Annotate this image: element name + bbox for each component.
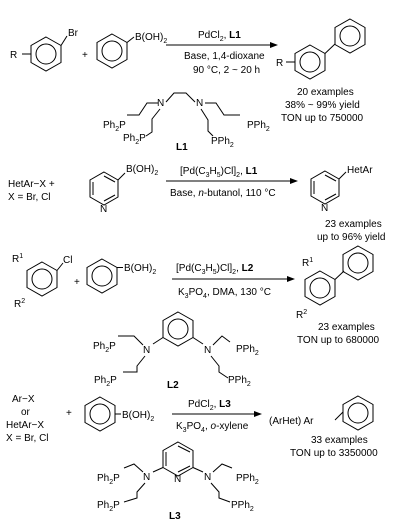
l2-ph2p-1: Ph2P: [93, 341, 116, 354]
halide-definition: X = Br, Cl: [8, 192, 51, 203]
l3-pyridine-n: N: [174, 474, 181, 485]
product-pyridine-ring: [310, 170, 340, 205]
result-examples-4: 33 examples: [311, 435, 368, 446]
l1-pph2-1: PPh2: [247, 120, 270, 133]
halide-definition-4: X = Br, Cl: [6, 433, 49, 444]
reaction-3: Cl R1 R2 + B(OH)2 [Pd(C3H5)Cl]2, L2 K3PO…: [12, 245, 380, 391]
pyridine-n: N: [100, 204, 107, 215]
product-ring-right: [334, 18, 366, 54]
plus-sign-4: +: [66, 408, 72, 419]
pyridine-ring: [89, 171, 119, 206]
reaction-arrowhead-4: [254, 411, 262, 417]
l1-n-right: N: [196, 98, 203, 109]
reaction-arrowhead-3: [287, 276, 295, 282]
condition-base-solvent: Base, 1,4-dioxane: [184, 51, 265, 62]
result-yield: 38% ~ 99% yield: [285, 100, 360, 111]
l1-ph2p-1: Ph2P: [103, 120, 126, 133]
condition-catalyst: PdCl2, L1: [198, 30, 241, 43]
l1-pph2-2: PPh2: [211, 136, 234, 149]
product-ring-4: [342, 395, 374, 431]
chloro-label: Cl: [63, 255, 72, 266]
ligand-l1-structure: N N Ph2P Ph2P PPh2 PPh2 L1: [103, 92, 270, 153]
l2-pph2-2: PPh2: [228, 375, 251, 388]
l2-benzene-ring: [162, 311, 194, 347]
reaction-1: Br R + B(OH)2 PdCl2, L1 Base, 1,4-dioxan…: [10, 18, 366, 153]
condition-catalyst-4: PdCl2, L3: [188, 399, 231, 412]
ligand-l3-label: L3: [169, 511, 181, 522]
boronic-acid-label-3: B(OH)2: [124, 263, 156, 276]
condition-catalyst-3: [Pd(C3H5)Cl]2, L2: [176, 263, 254, 276]
l3-ph2p-2: Ph2P: [97, 500, 120, 513]
l3-pph2-1: PPh2: [236, 473, 259, 486]
condition-base-solvent-2: Base, n-butanol, 110 °C: [170, 188, 276, 199]
reaction-arrowhead-2: [290, 178, 298, 184]
l2-pph2-1: PPh2: [236, 344, 259, 357]
reactant-br-label: Br: [68, 28, 79, 39]
l2-n-right: N: [204, 345, 211, 356]
or-label: or: [21, 407, 31, 418]
boronic-acid-label: B(OH)2: [135, 32, 167, 45]
reaction-2: HetAr−X + X = Br, Cl N B(OH)2 [Pd(C3H5)C…: [8, 164, 385, 243]
product-ring-right-circle: [339, 25, 361, 47]
product-prefix: (ArHet) Ar: [269, 416, 314, 427]
condition-catalyst-2: [Pd(C3H5)Cl]2, L1: [180, 166, 258, 179]
result-ton-3: TON up to 680000: [297, 335, 380, 346]
product-pyridine-n: N: [321, 203, 328, 214]
boronic-acid-label-4: B(OH)2: [122, 410, 154, 423]
product-r-label: R: [276, 58, 283, 69]
condition-temp-time: 90 °C, 2 ~ 20 h: [193, 65, 260, 76]
l3-pyridine-ring: [162, 441, 194, 477]
result-yield-2: up to 96% yield: [317, 232, 385, 243]
condition-base-solvent-4: K3PO4, o-xylene: [176, 421, 249, 434]
product-r2: R2: [296, 309, 307, 321]
pyridyl-boronic-acid-label: B(OH)2: [126, 164, 158, 177]
phenyl-ring-circle: [101, 40, 123, 62]
plus-sign: +: [82, 50, 88, 61]
l2-benzene-ring-circle: [167, 318, 189, 340]
product-ring-left-circle: [299, 51, 321, 73]
condition-base-solvent-3: K3PO4, DMA, 130 °C: [178, 287, 271, 300]
result-ton: TON up to 750000: [281, 113, 364, 124]
product-r1: R1: [302, 257, 313, 269]
ligand-l2-structure: N N Ph2P Ph2P PPh2 PPh2 L2: [93, 311, 259, 391]
chloroarene-ring-circle: [31, 268, 53, 290]
product-ring-4-circle: [347, 402, 369, 424]
reaction-arrowhead: [270, 42, 278, 48]
reactant-r-label: R: [10, 50, 17, 61]
l3-pph2-2: PPh2: [231, 500, 254, 513]
product-ring-right-3: [342, 245, 374, 281]
ligand-l2-label: L2: [167, 380, 179, 391]
ligand-l1-label: L1: [176, 142, 188, 153]
aryl-halide: Ar−X: [12, 394, 35, 405]
product-ring-left-3-circle: [309, 277, 331, 299]
ligand-l3-structure: N N N Ph2P Ph2P PPh2 PPh2 L3: [97, 441, 259, 522]
substituent-r1: R1: [12, 253, 23, 265]
l2-n-left: N: [143, 345, 150, 356]
product-ring-right-3-circle: [347, 252, 369, 274]
hetaryl-halide: HetAr−X +: [8, 179, 55, 190]
substituent-r2: R2: [14, 298, 25, 310]
plus-sign-3: +: [74, 277, 80, 288]
phenyl-ring-4-circle: [89, 403, 111, 425]
aryl-bromide-ring-circle: [35, 43, 57, 65]
result-examples-3: 23 examples: [318, 322, 375, 333]
product-hetar-label: HetAr: [347, 165, 373, 176]
l3-ph2p-1: Ph2P: [97, 473, 120, 486]
phenyl-ring-4: [84, 396, 116, 432]
result-examples: 20 examples: [297, 87, 354, 98]
result-ton-4: TON up to 3350000: [290, 448, 378, 459]
l3-n-left: N: [143, 472, 150, 483]
hetaryl-halide-4: HetAr−X: [6, 420, 44, 431]
l2-ph2p-2: Ph2P: [94, 375, 117, 388]
l3-n-right: N: [204, 472, 211, 483]
reaction-4: Ar−X or HetAr−X X = Br, Cl + B(OH)2 PdCl…: [6, 394, 378, 522]
l1-n-left: N: [157, 98, 164, 109]
l1-ph2p-2: Ph2P: [123, 133, 146, 146]
result-examples-2: 23 examples: [325, 219, 382, 230]
phenyl-ring-3-circle: [91, 265, 113, 287]
